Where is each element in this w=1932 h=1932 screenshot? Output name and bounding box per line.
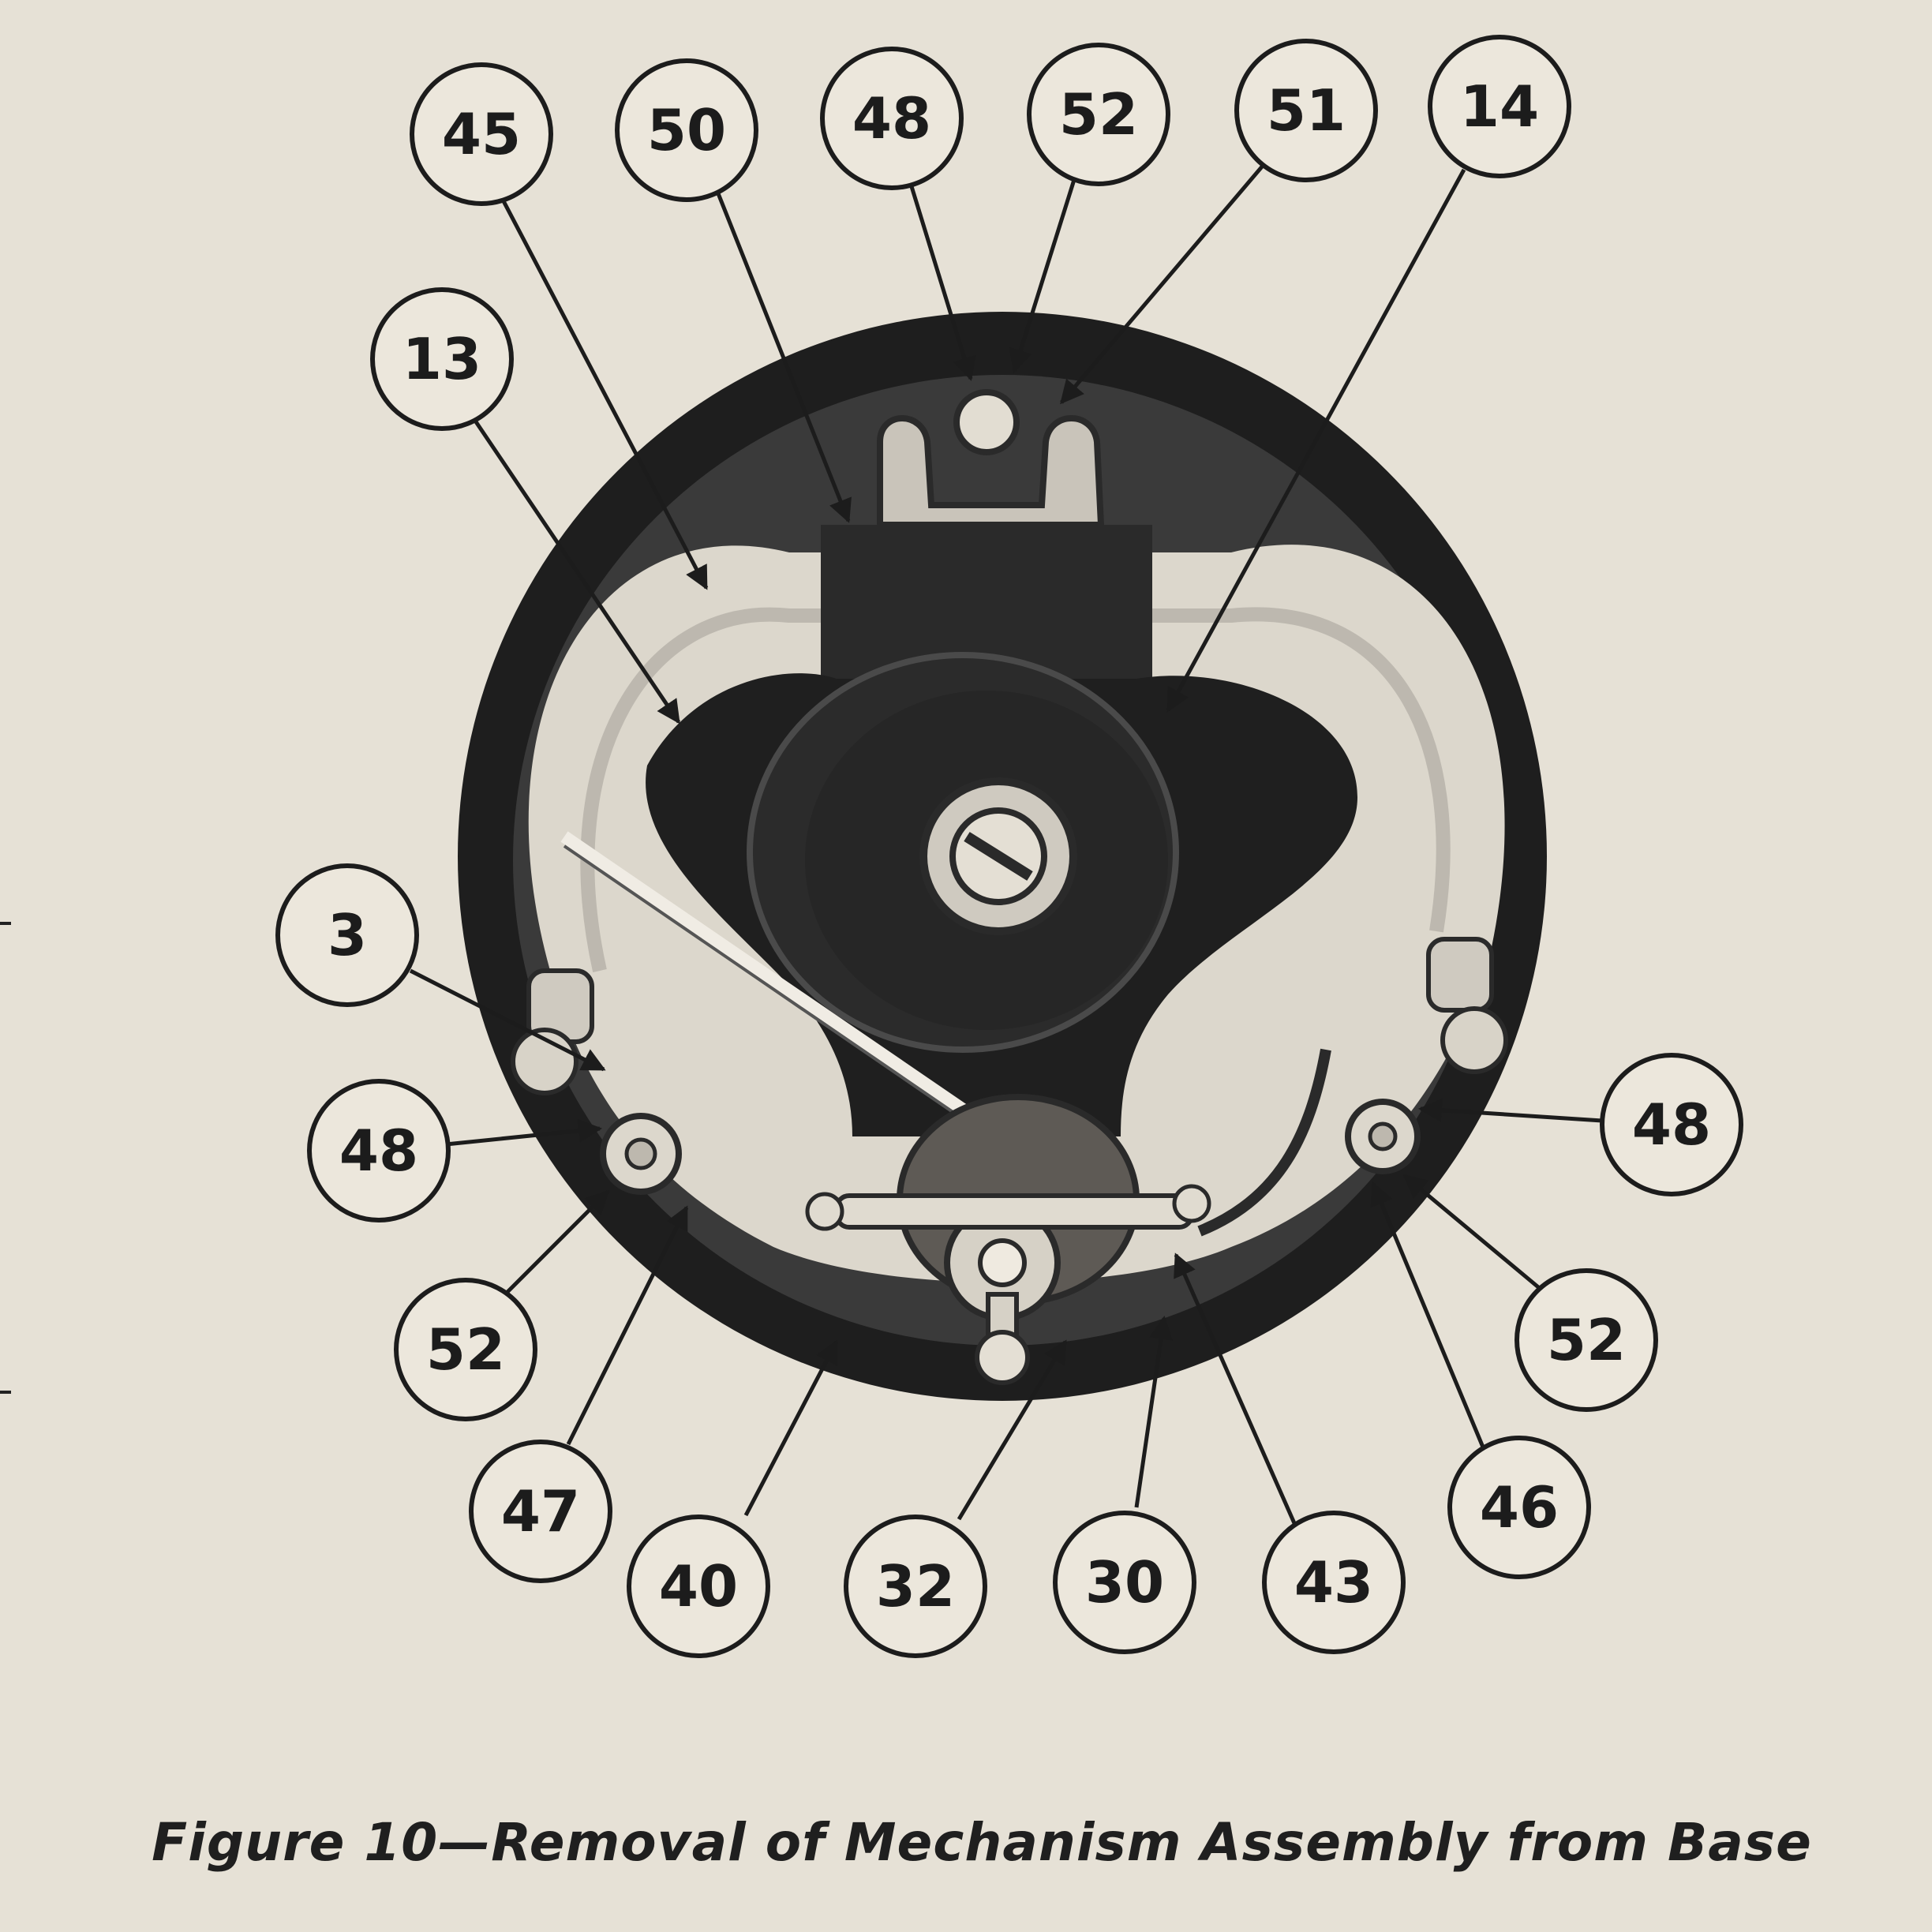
bar-knob-left — [805, 1192, 844, 1231]
leader-50 — [708, 173, 852, 523]
svg-text:14: 14 — [1460, 73, 1539, 140]
callout-48-right: 48 — [1600, 1053, 1743, 1196]
callout-32: 32 — [844, 1515, 987, 1658]
callout-52-top: 52 — [1027, 43, 1170, 186]
diagonal-rod-edge — [563, 844, 1004, 1148]
callout-14: 14 — [1428, 35, 1571, 178]
svg-text:46: 46 — [1480, 1474, 1559, 1541]
callout-3: 3 — [275, 863, 419, 1007]
callout-30: 30 — [1053, 1511, 1196, 1654]
svg-text:48: 48 — [1632, 1091, 1711, 1158]
svg-text:52: 52 — [1059, 81, 1138, 148]
svg-text:43: 43 — [1294, 1549, 1373, 1616]
callout-50: 50 — [615, 58, 758, 202]
svg-text:40: 40 — [659, 1553, 738, 1619]
screw-slot — [964, 832, 1033, 881]
leader-51 — [1060, 164, 1264, 405]
right-washer-screw — [1368, 1121, 1398, 1151]
callout-43: 43 — [1262, 1511, 1406, 1654]
callout-45: 45 — [410, 62, 553, 206]
left-washer-screw — [624, 1137, 657, 1170]
svg-text:13: 13 — [402, 326, 481, 392]
leader-52-right — [1402, 1174, 1548, 1296]
svg-text:48: 48 — [339, 1118, 418, 1184]
leader-43 — [1174, 1252, 1297, 1525]
u-clip — [877, 415, 1105, 528]
callout-48-left: 48 — [307, 1079, 451, 1222]
contact-bar — [834, 1193, 1194, 1230]
callout-52-left: 52 — [394, 1278, 537, 1421]
svg-text:51: 51 — [1267, 77, 1346, 144]
svg-text:45: 45 — [442, 101, 521, 167]
wire — [1197, 1048, 1331, 1237]
leader-3 — [409, 968, 606, 1072]
callout-40: 40 — [627, 1515, 770, 1658]
bar-knob-right — [1172, 1184, 1211, 1223]
svg-text:3: 3 — [328, 902, 367, 968]
margin-mark — [0, 1391, 11, 1394]
leader-45 — [491, 180, 709, 590]
leader-52-top — [1009, 169, 1080, 373]
margin-mark — [0, 922, 11, 925]
leader-46 — [1370, 1181, 1494, 1469]
leader-48-top — [905, 173, 976, 381]
svg-text:32: 32 — [876, 1553, 955, 1619]
leader-52-left — [504, 1189, 610, 1296]
callout-13: 13 — [370, 287, 514, 431]
leader-13 — [471, 417, 681, 724]
svg-text:52: 52 — [426, 1316, 505, 1383]
right-nut — [1440, 1006, 1508, 1074]
diagonal-rod — [560, 831, 1006, 1142]
star-wheel-hub — [978, 1238, 1027, 1287]
leader-lines — [409, 164, 1603, 1525]
svg-text:30: 30 — [1085, 1549, 1164, 1616]
callout-47: 47 — [469, 1440, 612, 1583]
callout-51: 51 — [1234, 39, 1378, 182]
leader-40 — [743, 1339, 839, 1517]
svg-text:52: 52 — [1547, 1307, 1626, 1373]
tray-shadow — [580, 607, 1451, 972]
callouts: 45 50 48 52 51 14 13 3 48 48 52 52 47 40… — [275, 35, 1743, 1658]
pendant-end — [975, 1330, 1030, 1385]
svg-text:48: 48 — [852, 85, 931, 152]
svg-text:47: 47 — [501, 1478, 580, 1544]
leader-32 — [957, 1339, 1068, 1521]
figure-caption: Figure 10—Removal of Mechanism Assembly … — [152, 1812, 1812, 1873]
callout-52-right: 52 — [1515, 1268, 1658, 1412]
leader-48-left — [445, 1118, 602, 1147]
right-post — [1426, 937, 1494, 1013]
leader-30 — [1134, 1316, 1173, 1508]
callout-46: 46 — [1447, 1436, 1591, 1579]
leader-14 — [1166, 168, 1466, 713]
leader-47 — [566, 1205, 689, 1446]
callout-48-top: 48 — [820, 47, 964, 190]
leader-48-right — [1418, 1098, 1603, 1123]
top-screw — [953, 389, 1020, 455]
svg-text:50: 50 — [647, 97, 726, 163]
mechanism-assembly-illustration — [458, 312, 1547, 1401]
